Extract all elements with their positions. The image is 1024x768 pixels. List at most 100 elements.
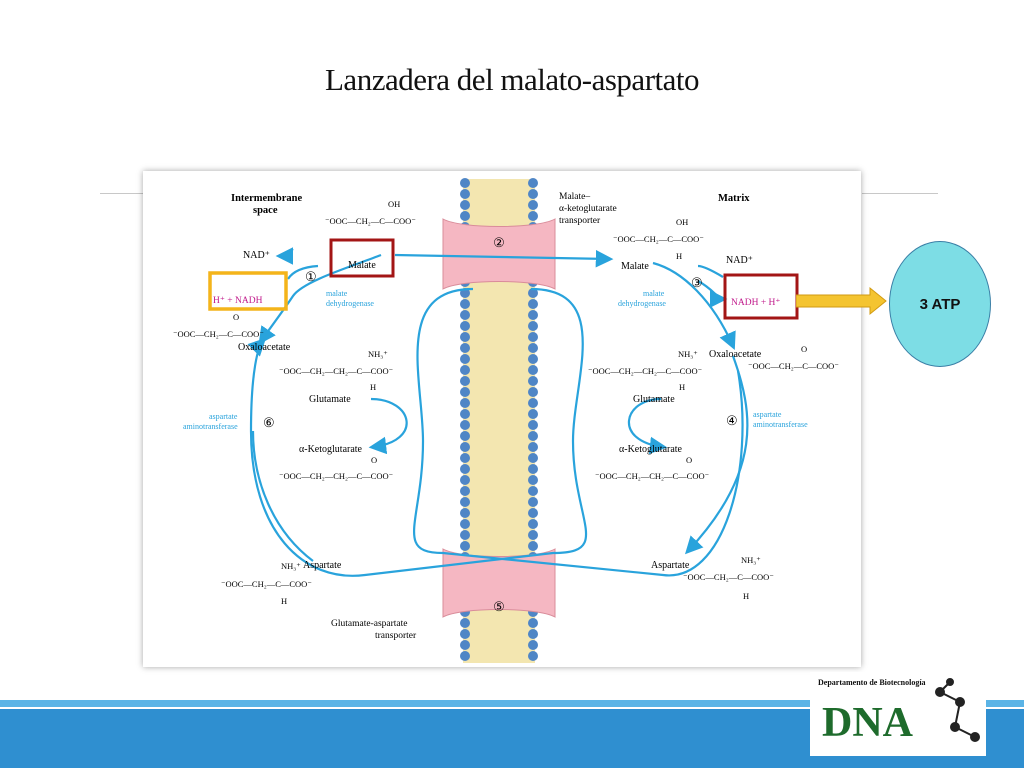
lipid-head: [528, 310, 538, 320]
logo-molecule: [935, 678, 980, 742]
lipid-head: [528, 343, 538, 353]
left-nadh-highlight: [208, 271, 288, 311]
lipid-head: [460, 200, 470, 210]
lipid-head: [528, 387, 538, 397]
atp-circle: 3 ATP: [889, 241, 991, 367]
malate-akg-transporter: [442, 218, 556, 290]
lipid-head: [460, 299, 470, 309]
lipid-head: [528, 211, 538, 221]
left-nadh: H⁺ + NADH: [213, 296, 263, 306]
arrow-nad-in-right: [697, 264, 724, 278]
left-glu-h: H: [370, 382, 376, 392]
lipid-head: [528, 200, 538, 210]
arrow-asp-to-oxal-left: [251, 430, 314, 562]
transporter-bottom-label-1: Glutamate-aspartate: [331, 619, 408, 629]
lipid-head: [460, 189, 470, 199]
transporter-bottom-label-2: transporter: [375, 631, 417, 641]
lipid-head: [528, 398, 538, 408]
step-6-label: ⑥: [263, 415, 275, 430]
lipid-head: [460, 464, 470, 474]
lipid-head: [460, 431, 470, 441]
arrow-oxal-to-asp-right: [684, 355, 749, 555]
atp-arrow-shape: [796, 286, 887, 316]
left-oxaloacetate: Oxaloacetate: [238, 342, 291, 353]
right-glu-n: NH₃⁺: [678, 349, 698, 359]
transporter-top-label-1: Malate–: [559, 192, 590, 202]
lipid-head: [460, 178, 470, 188]
right-glu-h: H: [679, 382, 685, 392]
department-name: Departamento de Biotecnología: [818, 678, 926, 687]
department-logo: DNA: [810, 672, 986, 756]
left-malate-formula: ⁻OOC—CH₂—C—COO⁻: [325, 216, 416, 226]
arrow-nadh-out-right: [697, 280, 728, 308]
right-akg-o: O: [686, 455, 692, 465]
divider-left: [100, 193, 144, 194]
lipid-head: [528, 530, 538, 540]
arrows: [247, 247, 749, 577]
step-1-label: ①: [305, 269, 317, 284]
lipid-head: [460, 442, 470, 452]
left-asp-formula: ⁻OOC—CH₂—C—COO⁻: [221, 579, 312, 589]
right-akg: α-Ketoglutarate: [619, 444, 683, 455]
lipid-head: [460, 387, 470, 397]
lipid-head: [528, 178, 538, 188]
arrow-oxal-to-malate: [258, 253, 382, 345]
step-2-label: ②: [493, 235, 505, 250]
lipid-head: [460, 453, 470, 463]
lipid-head: [528, 629, 538, 639]
matrix-label: Matrix: [718, 193, 750, 204]
lipid-head: [460, 398, 470, 408]
atp-label: 3 ATP: [919, 295, 961, 313]
arrow-glu-to-akg-left: [368, 397, 408, 455]
right-malate: Malate: [621, 261, 649, 272]
lipid-head: [528, 420, 538, 430]
right-asp-formula: ⁻OOC—CH₂—C—COO⁻: [683, 572, 774, 582]
arrow-akg-to-glu-right: [627, 397, 668, 455]
left-nad: NAD⁺: [243, 250, 270, 261]
lipid-head: [460, 354, 470, 364]
right-oxaloacetate: Oxaloacetate: [709, 349, 762, 360]
lipid-head: [528, 321, 538, 331]
step-5-label: ⑤: [493, 599, 505, 614]
right-oxal-o: O: [801, 344, 807, 354]
divider-right: [862, 193, 938, 194]
intermembrane-label: Intermembrane: [231, 193, 302, 204]
diagram-svg: ② ⑤ Intermembrane space Matrix Malate– α…: [173, 178, 839, 663]
arrow-nadh-in: [287, 264, 319, 280]
left-asp-h: H: [281, 596, 287, 606]
lipid-head: [528, 519, 538, 529]
right-nadh-highlight: [723, 273, 799, 320]
step-3-label: ③: [691, 275, 703, 290]
right-malate-oh: OH: [676, 217, 688, 227]
right-malate-h: H: [676, 251, 682, 261]
right-oxal-formula: ⁻OOC—CH₂—C—COO⁻: [748, 361, 839, 371]
atp-arrow: [796, 286, 887, 316]
left-oxal-formula: ⁻OOC—CH₂—C—COO⁻: [173, 329, 264, 339]
left-glu-formula: ⁻OOC—CH₂—CH₂—C—COO⁻: [279, 366, 394, 376]
lipid-head: [528, 497, 538, 507]
left-malate: Malate: [348, 260, 376, 271]
left-aspartate: Aspartate: [303, 560, 342, 571]
lipid-head: [528, 640, 538, 650]
lipid-head: [460, 409, 470, 419]
right-glutamate: Glutamate: [633, 394, 675, 405]
footer-stripe: [0, 700, 1024, 707]
right-mdh-2: dehydrogenase: [618, 299, 666, 308]
left-mdh-2: dehydrogenase: [326, 299, 374, 308]
lipid-head: [460, 519, 470, 529]
lipid-head: [528, 299, 538, 309]
lipid-head: [528, 365, 538, 375]
lipid-head: [528, 618, 538, 628]
lipid-head: [528, 332, 538, 342]
left-at-2: aminotransferase: [183, 422, 238, 431]
left-asp-n: NH₃⁺: [281, 561, 301, 571]
right-asp-h: H: [743, 591, 749, 601]
transporter-top-label-3: transporter: [559, 216, 601, 226]
right-asp-n: NH₃⁺: [741, 555, 761, 565]
left-malate-oh: OH: [388, 199, 400, 209]
right-aspartate: Aspartate: [651, 560, 690, 571]
lipid-head: [460, 475, 470, 485]
left-at-1: aspartate: [209, 412, 238, 421]
lipid-head: [528, 541, 538, 551]
left-akg-formula: ⁻OOC—CH₂—CH₂—C—COO⁻: [279, 471, 394, 481]
